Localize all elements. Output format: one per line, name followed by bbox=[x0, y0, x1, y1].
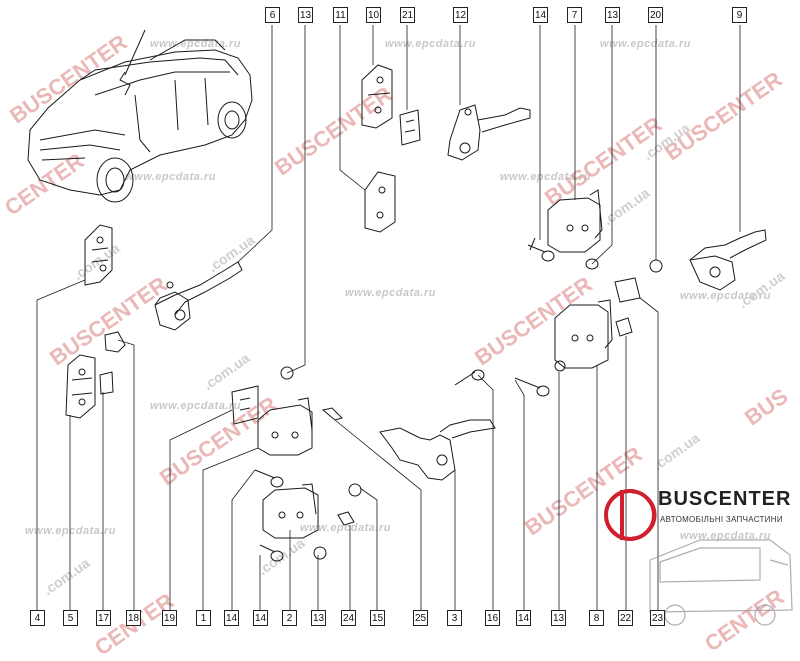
part-callout: 22 bbox=[618, 610, 633, 626]
site-watermark: www.epcdata.ru bbox=[150, 400, 241, 412]
part-callout: 13 bbox=[551, 610, 566, 626]
part-callout: 13 bbox=[311, 610, 326, 626]
part-callout: 13 bbox=[298, 7, 313, 23]
part-callout: 9 bbox=[732, 7, 747, 23]
part-callout: 11 bbox=[333, 7, 348, 23]
hinge-bracket bbox=[84, 224, 113, 286]
nut bbox=[348, 483, 362, 497]
door-check-strap bbox=[154, 261, 243, 331]
part-callout: 12 bbox=[453, 7, 468, 23]
shim-plate bbox=[104, 331, 126, 353]
nut bbox=[554, 360, 566, 372]
van-icon bbox=[649, 539, 793, 626]
nut bbox=[585, 258, 599, 270]
door-check-strap bbox=[689, 229, 767, 291]
clip bbox=[337, 511, 355, 526]
gasket bbox=[231, 385, 259, 425]
part-callout: 25 bbox=[413, 610, 428, 626]
site-watermark: www.epcdata.ru bbox=[600, 38, 691, 50]
bolt bbox=[254, 469, 276, 479]
door-check-strap bbox=[447, 104, 531, 161]
gasket bbox=[399, 109, 421, 146]
site-watermark: www.epcdata.ru bbox=[680, 530, 771, 542]
part-callout: 24 bbox=[341, 610, 356, 626]
part-callout: 8 bbox=[589, 610, 604, 626]
hinge-upper bbox=[361, 64, 393, 129]
site-watermark: www.epcdata.ru bbox=[680, 290, 771, 302]
part-callout: 20 bbox=[648, 7, 663, 23]
part-callout: 14 bbox=[224, 610, 239, 626]
part-callout: 23 bbox=[650, 610, 665, 626]
bolt-head bbox=[471, 369, 485, 381]
part-callout: 16 bbox=[485, 610, 500, 626]
part-callout: 1 bbox=[196, 610, 211, 626]
shim-plate bbox=[615, 317, 633, 337]
part-callout: 3 bbox=[447, 610, 462, 626]
leader-lines bbox=[36, 25, 741, 610]
clip bbox=[321, 407, 343, 421]
bolt bbox=[527, 237, 546, 253]
hinge-assembly bbox=[262, 483, 319, 539]
hinge-bracket bbox=[65, 354, 96, 419]
part-callout: 21 bbox=[400, 7, 415, 23]
site-watermark: www.epcdata.ru bbox=[300, 522, 391, 534]
hinge-assembly bbox=[257, 397, 313, 456]
bolt-head bbox=[536, 385, 550, 397]
hinge-assembly bbox=[554, 299, 613, 369]
vehicle-outline bbox=[27, 29, 253, 203]
part-callout: 6 bbox=[265, 7, 280, 23]
hinge-lower bbox=[364, 171, 396, 233]
hinge-assembly bbox=[547, 189, 603, 253]
nut bbox=[280, 366, 294, 380]
part-callout: 18 bbox=[126, 610, 141, 626]
part-callout: 15 bbox=[370, 610, 385, 626]
bolt-head bbox=[270, 476, 284, 488]
part-callout: 4 bbox=[30, 610, 45, 626]
logo-emblem bbox=[604, 489, 657, 541]
nut bbox=[649, 259, 663, 273]
gasket bbox=[614, 277, 641, 303]
nut bbox=[313, 546, 327, 560]
bolt-head bbox=[270, 550, 284, 562]
part-callout: 2 bbox=[282, 610, 297, 626]
part-callout: 17 bbox=[96, 610, 111, 626]
logo-tagline: АВТОМОБІЛЬНІ ЗАПЧАСТИНИ bbox=[660, 515, 783, 524]
site-watermark: www.epcdata.ru bbox=[385, 38, 476, 50]
site-watermark: www.epcdata.ru bbox=[125, 171, 216, 183]
bolt-head bbox=[541, 250, 555, 262]
bolt bbox=[259, 544, 276, 553]
shim-plate bbox=[99, 371, 114, 395]
site-watermark: www.epcdata.ru bbox=[345, 287, 436, 299]
part-callout: 5 bbox=[63, 610, 78, 626]
site-watermark: www.epcdata.ru bbox=[500, 171, 591, 183]
part-callout: 14 bbox=[516, 610, 531, 626]
logo-name: BUSCENTER bbox=[658, 488, 792, 510]
part-callout: 14 bbox=[533, 7, 548, 23]
part-callout: 13 bbox=[605, 7, 620, 23]
part-callout: 10 bbox=[366, 7, 381, 23]
part-callout: 19 bbox=[162, 610, 177, 626]
bolt bbox=[514, 377, 541, 389]
part-callout: 14 bbox=[253, 610, 268, 626]
part-callout: 7 bbox=[567, 7, 582, 23]
